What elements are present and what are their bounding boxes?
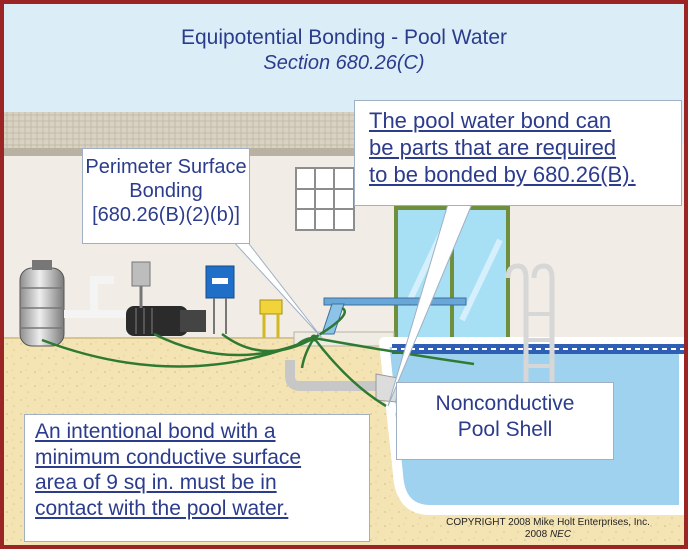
filter-tank [19,260,65,347]
pool-water-bond-callout: The pool water bond can be parts that ar… [354,100,682,206]
heater-timer [205,265,235,334]
diagram-title: Equipotential Bonding - Pool Water [180,26,508,49]
buried-pipe [285,360,376,391]
intent-callout-line-4: contact with the pool water. [35,496,289,520]
intent-callout-line-1: An intentional bond with a [35,420,276,443]
nonconductive-shell-callout: Nonconductive Pool Shell [396,382,614,460]
roof [4,112,364,152]
perimeter-bonding-callout: Perimeter Surface Bonding [680.26(B)(2)(… [82,148,250,244]
pool-ladder [505,263,555,384]
copyright-line-1: COPYRIGHT 2008 Mike Holt Enterprises, In… [446,517,650,528]
intentional-bond-callout: An intentional bond with a minimum condu… [24,414,370,542]
perimeter-callout-line-1: Perimeter Surface [85,156,247,178]
intent-callout-line-3: area of 9 sq in. must be in [35,471,277,494]
perimeter-callout-line-3: [680.26(B)(2)(b)] [92,204,240,226]
bonding-junction-node [310,334,318,342]
upper-window [295,167,355,231]
shell-callout-line-2: Pool Shell [457,418,553,441]
bond-callout-line-3: to be bonded by 680.26(B). [369,162,636,187]
copyright-nec: NEC [549,529,572,540]
diagram-subtitle: Section 680.26(C) [263,52,425,74]
copyright-year: 2008 [524,529,548,540]
disconnect-box [131,261,151,308]
intent-callout-line-2: minimum conductive surface [35,445,302,469]
junction-box [259,299,283,338]
copyright-line-2: 2008 NEC [416,529,680,541]
perimeter-callout-line-2: Bonding [129,180,203,202]
shell-callout-line-1: Nonconductive [435,392,575,415]
bond-callout-line-1: The pool water bond can [369,108,612,133]
bond-callout-line-2: be parts that are required [369,135,617,160]
copyright-notice: COPYRIGHT 2008 Mike Holt Enterprises, In… [416,517,680,541]
pool-pump [126,306,206,336]
diving-board [321,297,467,335]
